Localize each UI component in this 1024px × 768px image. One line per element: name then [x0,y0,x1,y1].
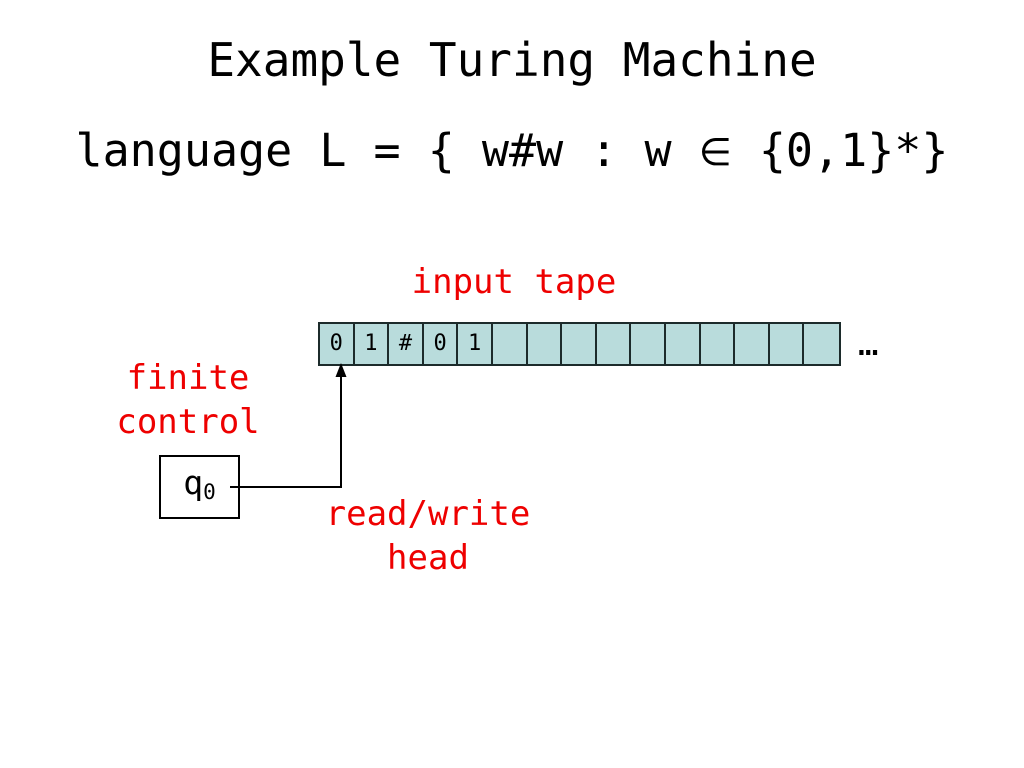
element-of-icon: ∈ [698,130,732,174]
tape-cell[interactable] [562,324,597,364]
state-label: q0 [183,466,216,504]
read-write-head-label-line2: head [387,538,469,578]
state-subscript: 0 [203,480,216,504]
language-definition: language L = { w#w : w ∈ {0,1}*} [0,124,1024,179]
language-suffix: {0,1}*} [731,124,949,177]
tape-cell[interactable] [700,324,736,364]
tape-cell[interactable]: 1 [458,324,493,364]
tape-cell[interactable] [735,324,770,364]
tape-cell[interactable] [492,324,528,364]
input-tape: 0 1 # 0 1 [318,322,841,366]
read-write-head-label-line1: read/write [325,494,531,534]
tape-cell[interactable] [596,324,632,364]
language-prefix: language L = { w#w : w [75,124,699,177]
tape-cell[interactable] [527,324,563,364]
tape-cell[interactable] [665,324,701,364]
tape-cell[interactable]: 0 [320,324,355,364]
state-name: q [183,463,204,502]
tape-cell[interactable]: # [389,324,424,364]
tape-cell[interactable]: 0 [423,324,459,364]
tape-cell[interactable] [804,324,839,364]
finite-control-label-line2: control [116,402,260,442]
tape-continuation-ellipsis: … [858,324,879,364]
tape-cell[interactable] [769,324,805,364]
tape-cell[interactable]: 1 [354,324,390,364]
input-tape-label: input tape [411,262,617,302]
finite-control-state-box[interactable]: q0 [159,455,240,519]
finite-control-label-line1: finite [126,358,250,398]
tape-cell[interactable] [631,324,666,364]
page-title: Example Turing Machine [207,33,817,87]
